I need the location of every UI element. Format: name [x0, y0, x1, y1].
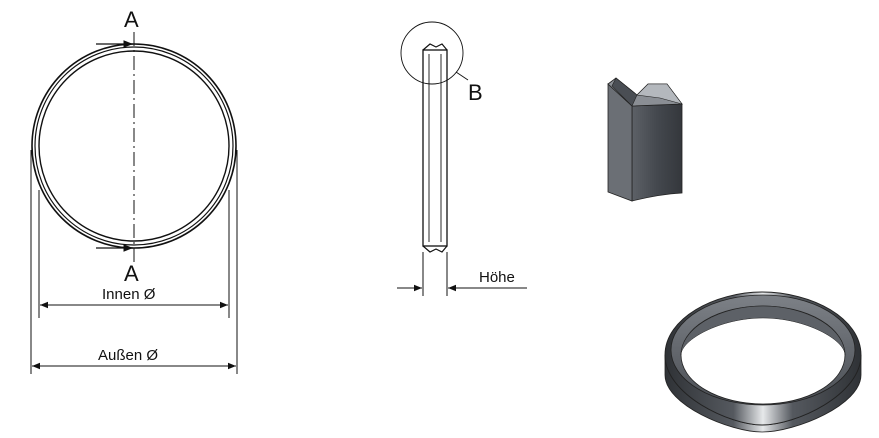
front-view: A A Innen Ø Außen Ø — [30, 7, 238, 374]
profile-3d-segment — [607, 77, 683, 202]
profile-bottom-lip — [422, 245, 448, 253]
section-label-top: A — [124, 7, 139, 32]
detail-circle — [400, 21, 464, 85]
height-label: Höhe — [479, 269, 515, 286]
section-view: B Höhe — [397, 21, 527, 296]
profile-3d-lip — [636, 83, 683, 105]
outer-circle-2 — [34, 46, 234, 246]
profile-outline — [422, 49, 448, 247]
profile-3d-front — [631, 103, 683, 202]
detail-label: B — [468, 80, 483, 105]
section-label-bottom: A — [124, 261, 139, 286]
outer-diameter-label: Außen Ø — [98, 347, 158, 364]
ring-3d-inner-wall — [680, 305, 846, 356]
profile-3d-groove — [611, 77, 638, 107]
profile-top-lip — [422, 43, 448, 51]
inner-diameter-label: Innen Ø — [102, 286, 156, 303]
ring-3d — [664, 291, 862, 433]
detail-leader — [455, 71, 469, 81]
